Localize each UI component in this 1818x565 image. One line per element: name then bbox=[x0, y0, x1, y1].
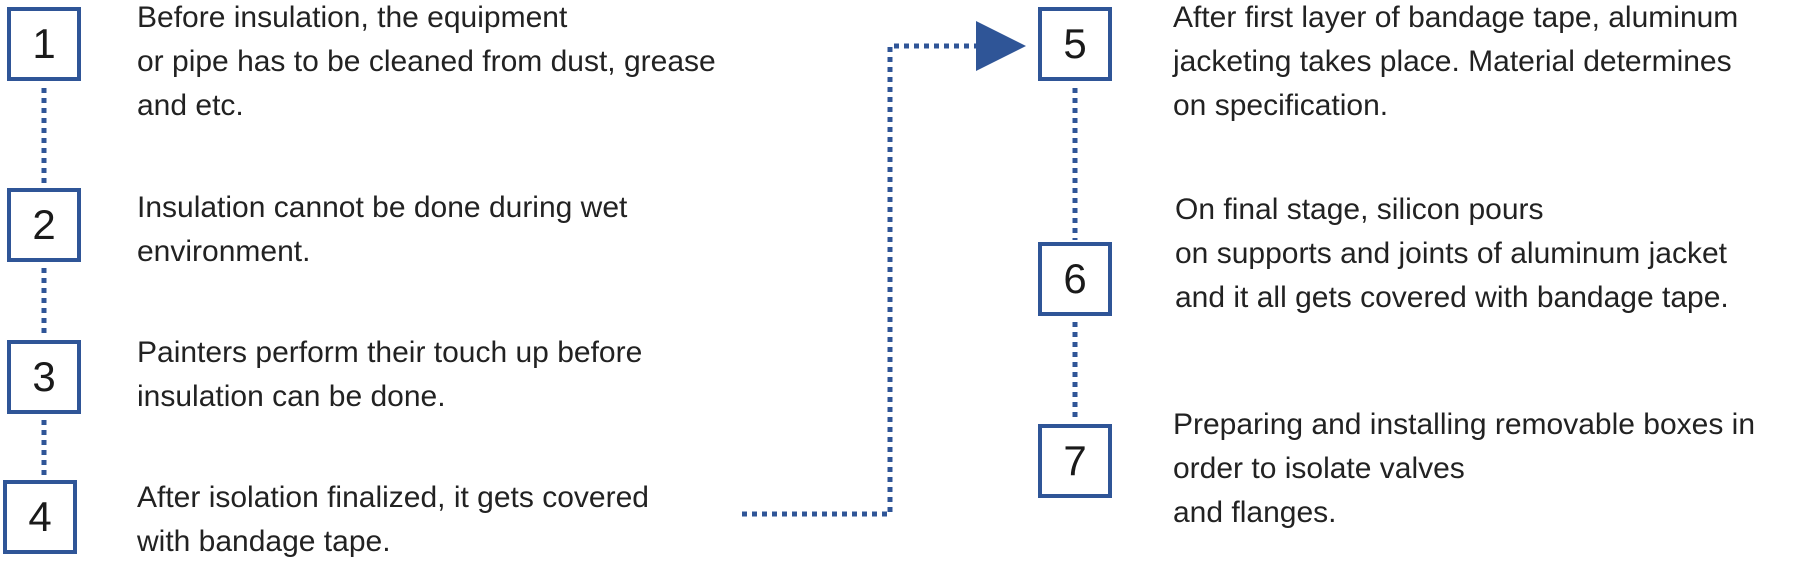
step-5-box: 5 bbox=[1038, 7, 1112, 81]
step-2-text: Insulation cannot be done during wet env… bbox=[137, 186, 627, 274]
step-3-text: Painters perform their touch up before i… bbox=[137, 331, 642, 419]
step-6-line-1: On final stage, silicon pours bbox=[1175, 193, 1544, 226]
step-5-line-2: jacketing takes place. Material determin… bbox=[1173, 45, 1732, 78]
step-5-number: 5 bbox=[1063, 20, 1087, 67]
step-4-box: 4 bbox=[3, 480, 77, 554]
step-5-text: After first layer of bandage tape, alumi… bbox=[1173, 0, 1738, 128]
step-2-number: 2 bbox=[32, 201, 56, 248]
step-1-text: Before insulation, the equipment or pipe… bbox=[137, 0, 716, 128]
step-7-line-1: Preparing and installing removable boxes… bbox=[1173, 408, 1756, 441]
step-2-line-2: environment. bbox=[137, 235, 311, 268]
step-3-line-2: insulation can be done. bbox=[137, 380, 446, 413]
connector-4-5 bbox=[742, 21, 1026, 517]
step-3-box: 3 bbox=[7, 340, 81, 414]
step-6-text: On final stage, silicon pours on support… bbox=[1175, 188, 1729, 320]
step-7-line-3: and flanges. bbox=[1173, 496, 1337, 529]
step-6-line-3: and it all gets covered with bandage tap… bbox=[1175, 281, 1729, 314]
step-7-text: Preparing and installing removable boxes… bbox=[1173, 403, 1755, 535]
step-6-box: 6 bbox=[1038, 242, 1112, 316]
step-1-line-2: or pipe has to be cleaned from dust, gre… bbox=[137, 45, 716, 78]
step-6-number: 6 bbox=[1063, 255, 1087, 302]
step-5-line-1: After first layer of bandage tape, alumi… bbox=[1173, 1, 1739, 34]
step-2-line-1: Insulation cannot be done during wet bbox=[137, 191, 628, 224]
step-1-line-3: and etc. bbox=[137, 89, 244, 122]
step-1-box: 1 bbox=[7, 7, 81, 81]
step-4-number: 4 bbox=[28, 493, 52, 540]
step-5-line-3: on specification. bbox=[1173, 89, 1389, 122]
step-6-line-2: on supports and joints of aluminum jacke… bbox=[1175, 237, 1727, 270]
step-4-text: After isolation finalized, it gets cover… bbox=[137, 476, 649, 564]
step-4-line-2: with bandage tape. bbox=[137, 525, 391, 558]
step-7-number: 7 bbox=[1063, 437, 1087, 484]
step-3-number: 3 bbox=[32, 353, 56, 400]
step-4-line-1: After isolation finalized, it gets cover… bbox=[137, 481, 649, 514]
step-3-line-1: Painters perform their touch up before bbox=[137, 336, 643, 369]
step-7-box: 7 bbox=[1038, 424, 1112, 498]
step-1-number: 1 bbox=[32, 20, 56, 67]
step-7-line-2: order to isolate valves bbox=[1173, 452, 1465, 485]
step-2-box: 2 bbox=[7, 188, 81, 262]
step-1-line-1: Before insulation, the equipment bbox=[137, 1, 568, 34]
